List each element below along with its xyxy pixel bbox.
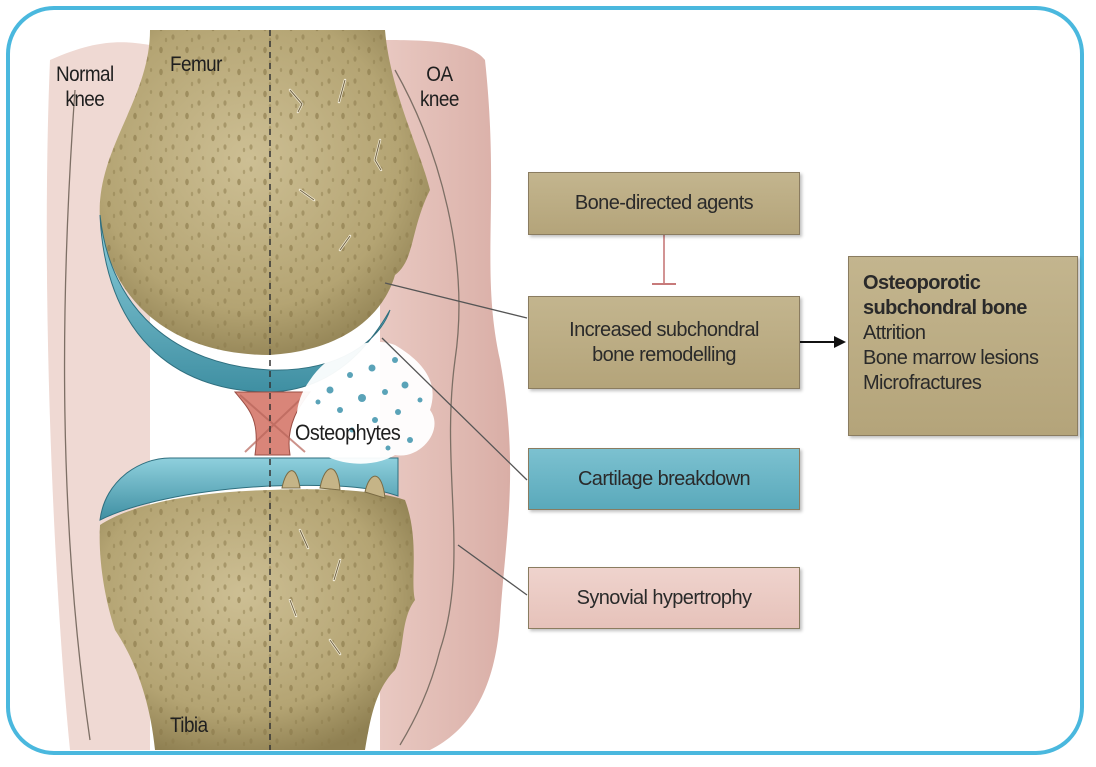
oa-knee-label-line2: knee — [420, 88, 459, 111]
bone-directed-agents-text: Bone-directed agents — [575, 191, 753, 216]
outcome-item-microfractures: Microfractures — [863, 371, 1077, 396]
femur-label: Femur — [170, 52, 222, 77]
normal-knee-label-line1: Normal — [56, 63, 114, 86]
outcome-item-attrition: Attrition — [863, 321, 1077, 346]
normal-knee-label: Normal knee — [56, 62, 114, 112]
cartilage-breakdown-box: Cartilage breakdown — [528, 448, 800, 510]
normal-knee-label-line2: knee — [65, 88, 104, 111]
increased-remodelling-line2: bone remodelling — [592, 343, 736, 368]
outcome-title-line1: Osteoporotic — [863, 271, 1077, 296]
oa-knee-label-line1: OA — [426, 63, 452, 86]
oa-knee-label: OA knee — [420, 62, 459, 112]
tibia-label: Tibia — [170, 713, 208, 738]
synovial-hypertrophy-text: Synovial hypertrophy — [577, 586, 752, 611]
osteophytes-label: Osteophytes — [295, 420, 400, 445]
outcome-arrow-head — [834, 336, 846, 348]
synovial-hypertrophy-box: Synovial hypertrophy — [528, 567, 800, 629]
osteoporotic-outcome-box: Osteoporotic subchondral bone Attrition … — [848, 256, 1078, 436]
increased-remodelling-box: Increased subchondral bone remodelling — [528, 296, 800, 389]
bone-directed-agents-box: Bone-directed agents — [528, 172, 800, 235]
cartilage-breakdown-text: Cartilage breakdown — [578, 467, 750, 492]
outcome-title-line2: subchondral bone — [863, 296, 1077, 321]
increased-remodelling-line1: Increased subchondral — [569, 318, 759, 343]
outcome-item-bone-marrow-lesions: Bone marrow lesions — [863, 346, 1077, 371]
